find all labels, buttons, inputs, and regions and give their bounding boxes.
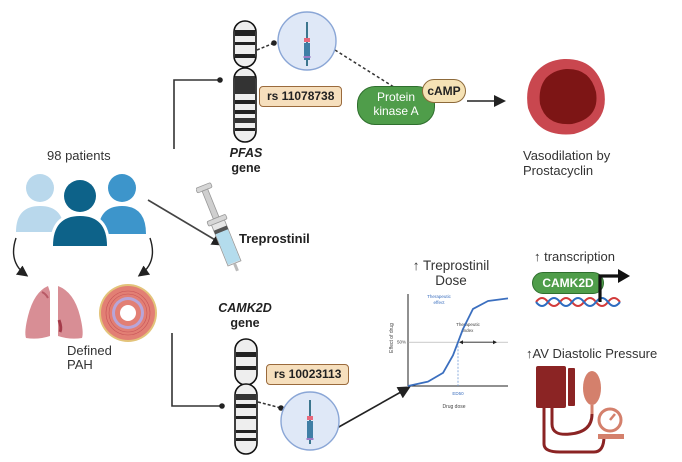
y-axis-label: Effect of drug: [389, 323, 395, 353]
dose-response-curve: [407, 297, 509, 387]
gene-name-pfas: PFAS: [229, 146, 263, 160]
dose-title-line1: ↑ Treprostinil: [412, 258, 490, 273]
x-reference-label: ED50: [452, 391, 464, 396]
pah-label-line1: Defined: [67, 343, 112, 358]
sphygmomanometer-icon: [536, 366, 624, 454]
syringe-icon: [196, 182, 242, 272]
promoter-arrow-icon: [598, 269, 630, 302]
dna-magnifier-icon: [277, 11, 337, 71]
x-axis-label: Drug dose: [442, 404, 465, 410]
annotation-therapeutic-index-line2: index: [463, 328, 475, 333]
pah-label-line2: PAH: [67, 357, 93, 372]
dose-response-chart: Effect of drug Drug dose 50% ED50 Therap…: [389, 294, 509, 410]
patients-label: 98 patients: [47, 148, 111, 163]
arrowhead-left: [459, 340, 463, 345]
artery-cross-section-icon: [99, 284, 157, 342]
arrowhead-right: [493, 340, 497, 345]
arrow-to-treprostinil: [147, 199, 225, 246]
gene-word-pfas: gene: [231, 161, 261, 175]
annotation-therapeutic-effect-line2: effect: [434, 300, 446, 305]
connector-camk2d: [171, 333, 222, 407]
people-group-icon: [16, 174, 146, 246]
blood-vessel-icon: [527, 58, 605, 135]
camk2d-gene-box: CAMK2D: [532, 272, 604, 294]
enzyme-line1: Protein: [376, 90, 416, 104]
gene-word-camk2d: gene: [230, 316, 260, 330]
camp-node: cAMP: [422, 79, 466, 103]
chromosome-icon: [233, 20, 257, 143]
outcome-line2: Prostacyclin: [523, 163, 594, 178]
annotation-therapeutic-effect: Therapeutic: [427, 294, 452, 299]
dose-title: ↑ Treprostinil Dose: [405, 258, 497, 288]
transcription-label: ↑ transcription: [534, 249, 615, 264]
arrow-to-dose-chart: [336, 386, 411, 429]
enzyme-line2: kinase A: [373, 104, 419, 118]
y-reference-label: 50%: [397, 340, 406, 345]
pressure-label: ↑AV Diastolic Pressure: [526, 346, 658, 361]
pah-label: Defined PAH: [67, 344, 112, 372]
dna-helix-icon: [535, 297, 621, 307]
chromosome-icon: [234, 338, 258, 455]
dose-title-line2: Dose: [435, 273, 467, 288]
annotation-therapeutic-index: Therapeutic: [456, 322, 481, 327]
inhibition-line: [334, 49, 425, 107]
gene-name-camk2d: CAMK2D: [218, 301, 272, 315]
dna-magnifier-icon: [280, 391, 340, 451]
snp-badge-pfas: rs 11078738: [259, 86, 343, 107]
connector-pfas: [173, 79, 220, 149]
vasodilation-label: Vasodilation by Prostacyclin: [523, 148, 610, 178]
treprostinil-label: Treprostinil: [239, 231, 310, 246]
snp-badge-camk2d: rs 10023113: [266, 364, 350, 385]
outcome-line1: Vasodilation by: [523, 148, 611, 163]
lungs-icon: [25, 286, 83, 339]
